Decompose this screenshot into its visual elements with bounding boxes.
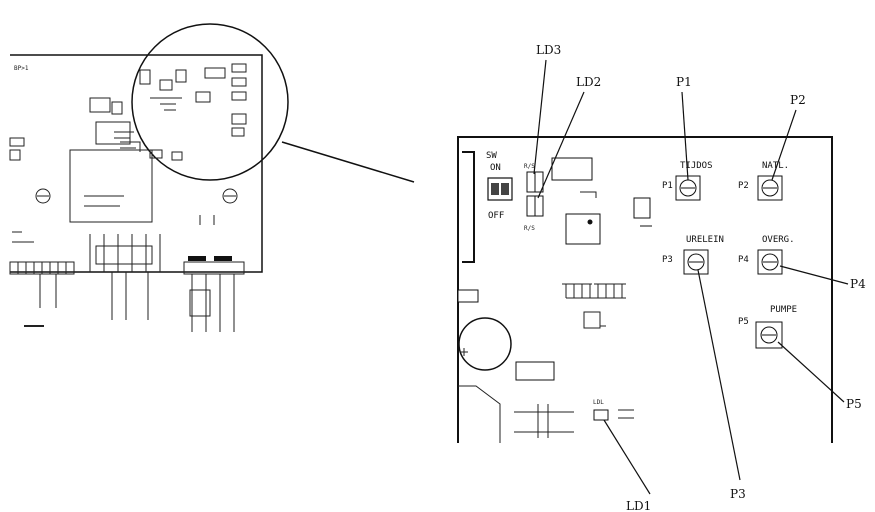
label-pumpe: PUMPE [770, 305, 797, 315]
component-small [633, 197, 651, 219]
label-off: OFF [488, 211, 504, 221]
led-ld1 [593, 409, 609, 421]
board-zoom: SW ON OFF R/S R/S [457, 136, 833, 443]
callouts: LD3 LD2 P1 P2 P4 P5 P3 LD1 [533, 43, 866, 512]
magnified-components [139, 63, 247, 161]
overview-board-outline [10, 54, 263, 273]
callout-p3: P3 [730, 487, 746, 501]
capacitor-large-polarity [460, 348, 468, 356]
leader-p3 [697, 269, 741, 481]
resistor-array [562, 283, 626, 329]
potentiometer-p4 [757, 249, 783, 275]
leader-ld1 [603, 419, 651, 495]
component-lower [515, 361, 555, 381]
callout-p1: P1 [676, 75, 692, 89]
label-urelein: URELEIN [686, 235, 724, 245]
ic-chip-dot [587, 219, 593, 225]
leader-ld3 [533, 59, 547, 175]
callout-p5: P5 [846, 397, 862, 411]
capacitor-large [458, 317, 512, 371]
label-p5: P5 [738, 317, 749, 327]
label-p3: P3 [662, 255, 673, 265]
callout-p4: P4 [850, 277, 866, 291]
component-top-left [457, 289, 479, 303]
label-p1: P1 [662, 181, 673, 191]
label-p2: P2 [738, 181, 749, 191]
led-ld3-mark: R/S [524, 163, 535, 170]
overview-jumper-2 [214, 256, 232, 261]
dip-switch-lever-1 [491, 183, 499, 195]
led-ld2-mark: R/S [524, 225, 535, 232]
label-on: ON [490, 163, 501, 173]
potentiometer-p2 [757, 175, 783, 201]
overview-connectors [9, 234, 245, 332]
relay-lead [580, 191, 597, 198]
ic-chip [565, 213, 601, 245]
label-p4: P4 [738, 255, 749, 265]
callout-ld3: LD3 [536, 43, 561, 57]
dip-switch-lever-2 [501, 183, 509, 195]
component-near-ld1 [618, 409, 634, 419]
leader-p4 [779, 265, 849, 285]
leader-p1 [681, 91, 689, 181]
relay [551, 157, 593, 181]
label-natl: NATL. [762, 161, 789, 171]
label-tijdos: TIJDOS [680, 161, 713, 171]
overview-jumper-1 [188, 256, 206, 261]
leader-ld2 [537, 91, 585, 199]
potentiometer-p3 [683, 249, 709, 275]
board-overview: BP>1 [9, 23, 415, 332]
led-ld1-mark: LDL [593, 399, 604, 406]
overview-components [9, 97, 238, 243]
callout-ld2: LD2 [576, 75, 601, 89]
magnifier-circle [131, 23, 289, 181]
callout-ld1: LD1 [626, 499, 651, 512]
callout-p2: P2 [790, 93, 806, 107]
board-trace [458, 385, 501, 443]
label-sw: SW [486, 151, 497, 161]
leader-p2 [771, 109, 797, 181]
leader-p5 [777, 341, 845, 403]
zoom-left-connector [462, 151, 475, 263]
component-bottom [514, 404, 574, 438]
magnifier-leader-line [281, 141, 415, 183]
potentiometer-p1 [675, 175, 701, 201]
overview-corner-text: BP>1 [14, 65, 29, 72]
label-overg: OVERG. [762, 235, 795, 245]
potentiometer-p5 [755, 321, 783, 349]
